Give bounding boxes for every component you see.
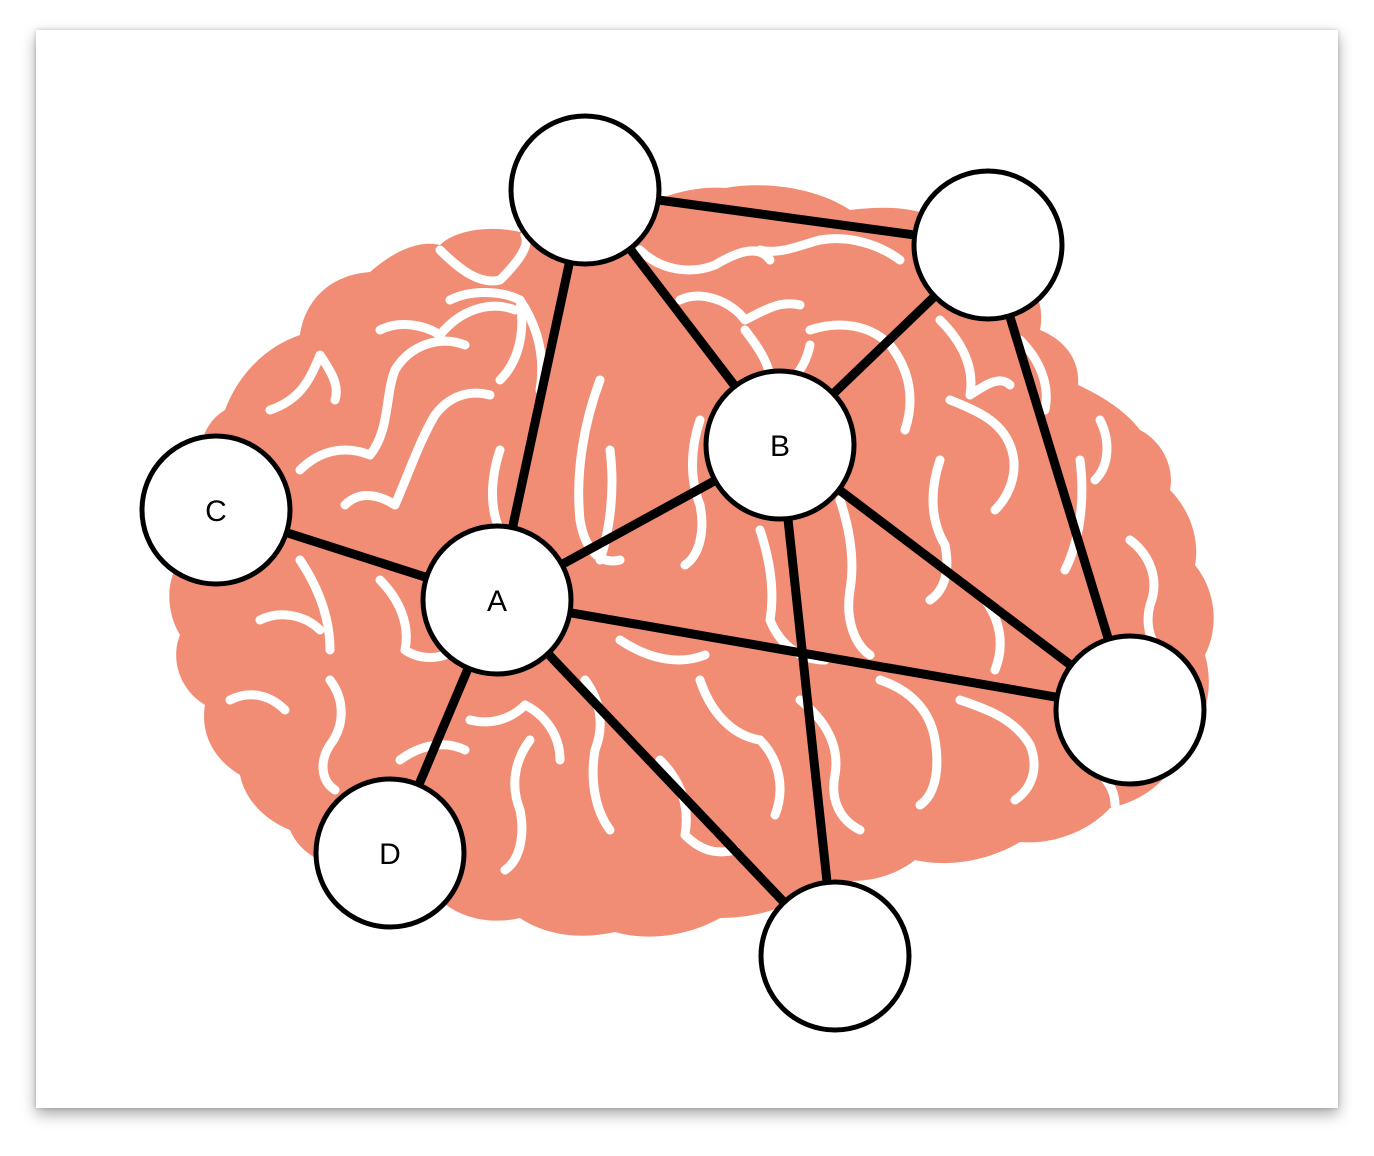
node-circle bbox=[1053, 633, 1207, 787]
node-circle bbox=[420, 523, 574, 677]
edge-top-right-right bbox=[983, 243, 1135, 712]
node-D: D bbox=[313, 776, 467, 930]
node-label: C bbox=[205, 495, 227, 528]
node-top-left bbox=[508, 113, 662, 267]
node-circle bbox=[139, 433, 293, 587]
node-circle bbox=[703, 368, 857, 522]
node-A: A bbox=[420, 523, 574, 677]
node-label: A bbox=[487, 585, 507, 618]
node-circle bbox=[313, 776, 467, 930]
node-label: B bbox=[770, 430, 790, 463]
node-circle bbox=[758, 879, 912, 1033]
node-B: B bbox=[703, 368, 857, 522]
node-circle bbox=[508, 113, 662, 267]
edge-A-bottom bbox=[493, 596, 839, 960]
node-bottom bbox=[758, 879, 912, 1033]
node-C: C bbox=[139, 433, 293, 587]
edge-A-right bbox=[496, 595, 1131, 715]
node-right bbox=[1053, 633, 1207, 787]
nodes: B C A D bbox=[139, 113, 1207, 1033]
node-label: D bbox=[379, 838, 401, 871]
node-circle bbox=[911, 168, 1065, 322]
edge-B-bottom bbox=[775, 444, 840, 957]
node-top-right bbox=[911, 168, 1065, 322]
